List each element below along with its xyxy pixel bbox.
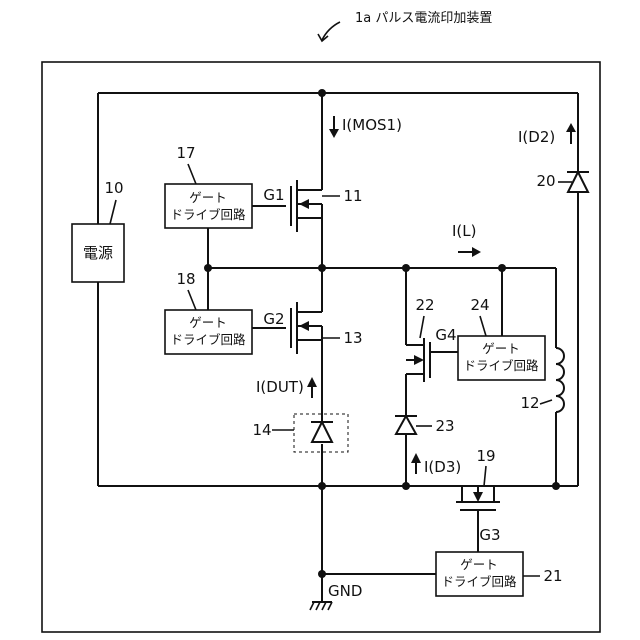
- title-pointer-line: [322, 22, 340, 40]
- current-d3-label: I(D3): [424, 458, 461, 476]
- current-d2-arrowhead: [566, 123, 576, 132]
- gate-driver-21-line2: ドライブ回路: [441, 574, 517, 589]
- mosfet-22: [406, 338, 436, 382]
- mosfet-22-gate-label: G4: [435, 326, 456, 344]
- current-d3-arrowhead: [411, 453, 421, 463]
- current-dut-arrowhead: [307, 377, 317, 387]
- current-mos1-arrowhead: [329, 129, 339, 138]
- gate-driver-21-ref: 21: [543, 567, 562, 585]
- mosfet-13-ref: 13: [343, 329, 362, 347]
- gate-driver-24-line2: ドライブ回路: [463, 358, 539, 373]
- diode-14-ref: 14: [252, 421, 271, 439]
- mosfet-11: [291, 180, 322, 232]
- mosfet-11-ref: 11: [343, 187, 362, 205]
- gate-driver-24-leader: [480, 316, 486, 336]
- mosfet-19: [456, 486, 500, 510]
- gate-driver-18-line2: ドライブ回路: [170, 332, 246, 347]
- power-supply-leader: [110, 200, 116, 224]
- gate-driver-18-ref: 18: [176, 270, 195, 288]
- current-d2-label: I(D2): [518, 128, 555, 146]
- diode-23-ref: 23: [435, 417, 454, 435]
- ground-symbol: [310, 602, 332, 610]
- inductor-12-leader: [540, 400, 552, 404]
- gate-driver-17-line2: ドライブ回路: [170, 207, 246, 222]
- gate-driver-21-line1: ゲート: [460, 557, 498, 572]
- gate-driver-18-line1: ゲート: [189, 315, 227, 330]
- device-title: 1a パルス電流印加装置: [355, 11, 492, 26]
- mosfet-13: [291, 296, 322, 354]
- gate-driver-17-ref: 17: [176, 144, 195, 162]
- gate-driver-17-leader: [188, 164, 196, 184]
- power-supply-ref: 10: [104, 179, 123, 197]
- ground-label: GND: [328, 582, 362, 600]
- power-supply-label: 電源: [83, 244, 113, 262]
- current-dut-label: I(DUT): [256, 378, 304, 396]
- junction-dots: [204, 89, 560, 578]
- current-l-arrowhead: [472, 247, 481, 257]
- mosfet-19-leader: [484, 466, 486, 486]
- diode-14: [311, 422, 333, 442]
- diode-23: [395, 416, 417, 434]
- gate-driver-24-ref: 24: [470, 296, 489, 314]
- gate-driver-24-line1: ゲート: [482, 341, 520, 356]
- mosfet-19-ref: 19: [476, 447, 495, 465]
- current-mos1-label: I(MOS1): [342, 116, 402, 134]
- current-l-label: I(L): [452, 222, 477, 240]
- diode-20-ref: 20: [536, 172, 555, 190]
- inductor-12-ref: 12: [520, 394, 539, 412]
- gate-driver-18-leader: [188, 290, 196, 310]
- mosfet-19-gate-label: G3: [479, 526, 500, 544]
- gate-driver-17-line1: ゲート: [189, 190, 227, 205]
- mosfet-13-gate-label: G2: [263, 310, 284, 328]
- mosfet-11-gate-label: G1: [263, 186, 284, 204]
- mosfet-22-ref: 22: [415, 296, 434, 314]
- mosfet-22-leader: [420, 316, 424, 338]
- inductor-12: [556, 348, 564, 412]
